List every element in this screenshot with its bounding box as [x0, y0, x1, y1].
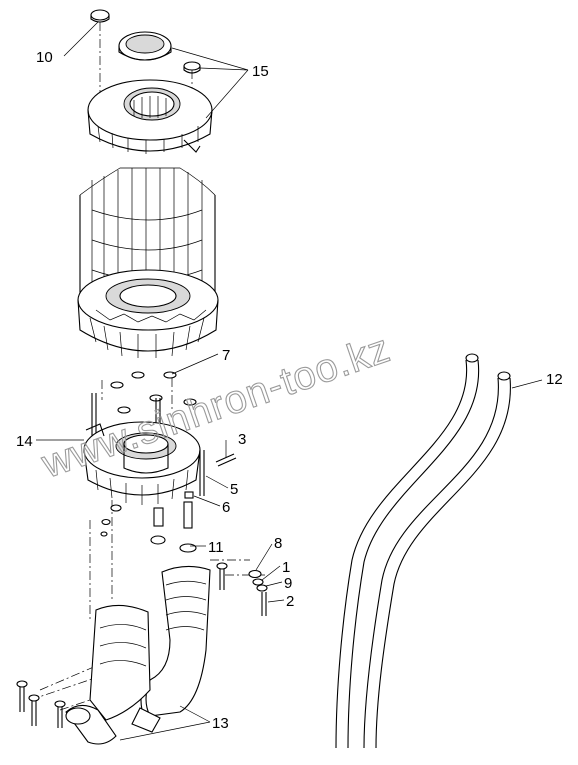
watermark-text: www.sinhron-too.kz [36, 326, 396, 487]
callout-12: 12 [546, 371, 563, 388]
callout-labels: 10 15 7 14 3 5 6 11 8 1 9 2 12 13 [16, 49, 563, 732]
part-12-hoses [335, 353, 511, 749]
callout-1: 1 [282, 559, 290, 576]
callout-2: 2 [286, 593, 294, 610]
callout-14: 14 [16, 433, 33, 450]
callout-13: 13 [212, 715, 229, 732]
callout-5: 5 [230, 481, 238, 498]
callout-9: 9 [284, 575, 292, 592]
part-15-top-cover [118, 31, 201, 74]
callout-15: 15 [252, 63, 269, 80]
part-13-intake-ducts [65, 565, 211, 745]
part-7-nuts [110, 371, 197, 414]
callout-8: 8 [274, 535, 282, 552]
callout-11: 11 [208, 539, 224, 556]
bottom-left-bolts [16, 680, 66, 728]
filter-cage [77, 167, 219, 358]
callout-7: 7 [222, 347, 230, 364]
callout-6: 6 [222, 499, 230, 516]
small-hardware-right [216, 562, 268, 616]
leader-lines [36, 21, 543, 741]
bolts-3-5-6 [184, 453, 237, 499]
studs [91, 393, 205, 496]
part-14-housing-base [83, 421, 201, 505]
callout-10: 10 [36, 49, 53, 66]
small-fittings [100, 501, 197, 553]
upper-housing-ring [87, 79, 213, 154]
part-10-cap [90, 9, 110, 23]
callout-3: 3 [238, 431, 246, 448]
